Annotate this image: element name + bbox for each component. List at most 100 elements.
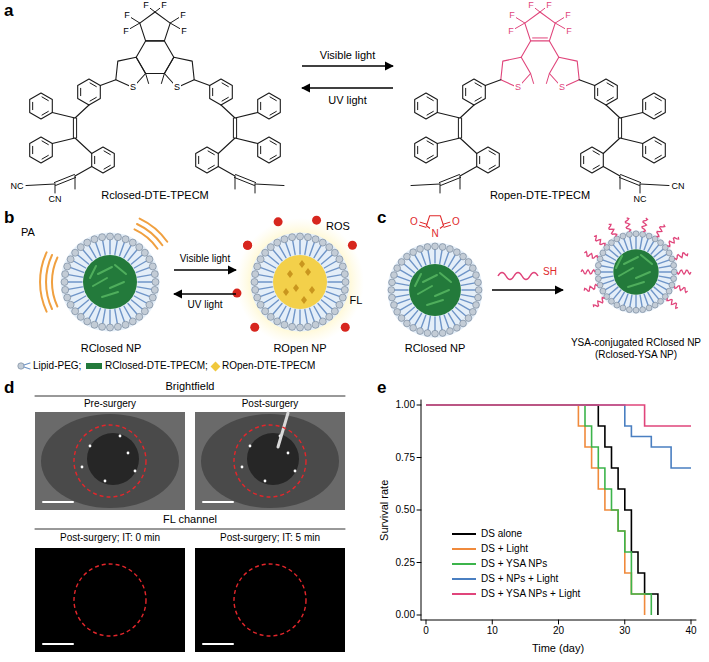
atom-label: F (507, 26, 515, 36)
core-stripe (115, 265, 126, 274)
lipid-head (662, 244, 668, 250)
photoacoustic-wave (140, 219, 168, 242)
lipid-tail (267, 300, 278, 309)
bond-line (439, 175, 459, 183)
lipid-head (129, 239, 136, 246)
axis-tick: 0.75 (396, 452, 415, 464)
core-stripe (636, 272, 650, 278)
lipid-head (62, 286, 69, 293)
core-stripe (628, 282, 644, 287)
reflection (104, 480, 107, 483)
lipid-head (475, 279, 482, 286)
lipid-tail (656, 254, 667, 260)
lipid-tail (613, 245, 621, 254)
lipid-tail (630, 237, 632, 249)
atom-label: F (545, 0, 553, 10)
bond-line (73, 118, 74, 138)
reflection (264, 480, 267, 483)
lipid-tail (109, 240, 110, 255)
phenyl-ring (415, 93, 438, 119)
lipid-head (646, 305, 652, 311)
scale-bar (43, 643, 73, 645)
lipid-head (339, 294, 346, 301)
lipid-tail (124, 245, 131, 258)
scale-bar (203, 501, 233, 503)
pupil (87, 433, 139, 485)
fluorescence-image (195, 548, 345, 652)
lipid-tail (136, 292, 150, 297)
bond-line (235, 138, 258, 144)
thiol-label: SH (543, 266, 557, 278)
lipid-tail (314, 245, 321, 258)
lipid-tail (602, 280, 613, 284)
lipid-tail (258, 287, 272, 290)
lipid-head (475, 287, 482, 294)
lipid-tail (618, 292, 624, 303)
bond-line (75, 138, 92, 154)
aromatic-bond (222, 97, 228, 101)
atom-label: CN (48, 194, 63, 204)
lipid-tail (103, 240, 106, 254)
lipid-head (297, 233, 304, 240)
panel-letter: e (377, 378, 386, 398)
phenyl-ring (415, 137, 438, 163)
lipid-head (336, 256, 343, 263)
lipid-tail (397, 276, 410, 281)
lipid-head (72, 308, 79, 315)
lipid-tail (600, 271, 612, 272)
lipid-tail (461, 295, 475, 297)
lipid-tail (609, 249, 618, 257)
lipid-tail (404, 264, 415, 273)
node-label: RClosed NP (79, 342, 144, 356)
lipid-tail (400, 270, 412, 277)
lipid-head (658, 240, 664, 246)
peptide-chain (625, 218, 630, 232)
lipid-tail (648, 292, 654, 303)
lipid-tail (73, 296, 86, 303)
lipid-head (646, 233, 652, 239)
aromatic-bond (32, 146, 33, 153)
bond-line (533, 37, 548, 38)
reflection (249, 445, 252, 448)
lipid-head (341, 286, 348, 293)
legend-text: Lipid-PEG; (33, 360, 81, 372)
lipid-tail (654, 249, 663, 257)
lipid-head (304, 234, 311, 241)
lipid-head (331, 308, 338, 315)
lipid-head (331, 249, 338, 256)
node-label: Rclosed-DTE-TPECM (99, 189, 211, 203)
bond-line (603, 138, 620, 154)
lipid-head (398, 315, 405, 322)
peptide-chain (667, 237, 678, 247)
bond-line (440, 184, 441, 193)
lipid-tail (448, 255, 455, 267)
lipid-head (252, 286, 259, 293)
lipid-tail (138, 287, 152, 290)
lipid-tail (260, 267, 274, 272)
phenyl-ring (92, 147, 115, 173)
lipid-tail (310, 242, 315, 256)
peptide-chain (642, 218, 648, 232)
lipid-head (465, 315, 472, 322)
atom-label: F (179, 10, 187, 20)
lipid-head (595, 262, 601, 268)
legend-swatch (86, 363, 102, 369)
atom-label: NC (633, 194, 648, 204)
lipid-tail (314, 306, 321, 319)
phenyl-ring (196, 147, 219, 173)
open-core (273, 255, 327, 309)
atom-label: S (514, 82, 522, 92)
lipid-head (297, 324, 304, 331)
molecule-structure: Ropen-DTE-TPECM (395, 5, 685, 203)
lipid-tail (321, 255, 332, 264)
lipid-tail (89, 245, 96, 258)
lipid-tail (630, 295, 632, 307)
open-molecule (299, 260, 305, 268)
arrow-label: UV light (326, 94, 369, 107)
reflection (89, 445, 92, 448)
lipid-head (107, 233, 114, 240)
core-stripe (624, 257, 638, 264)
bond-line (461, 118, 462, 138)
phenyl-ring (30, 93, 53, 119)
lipid-tail (605, 284, 616, 290)
